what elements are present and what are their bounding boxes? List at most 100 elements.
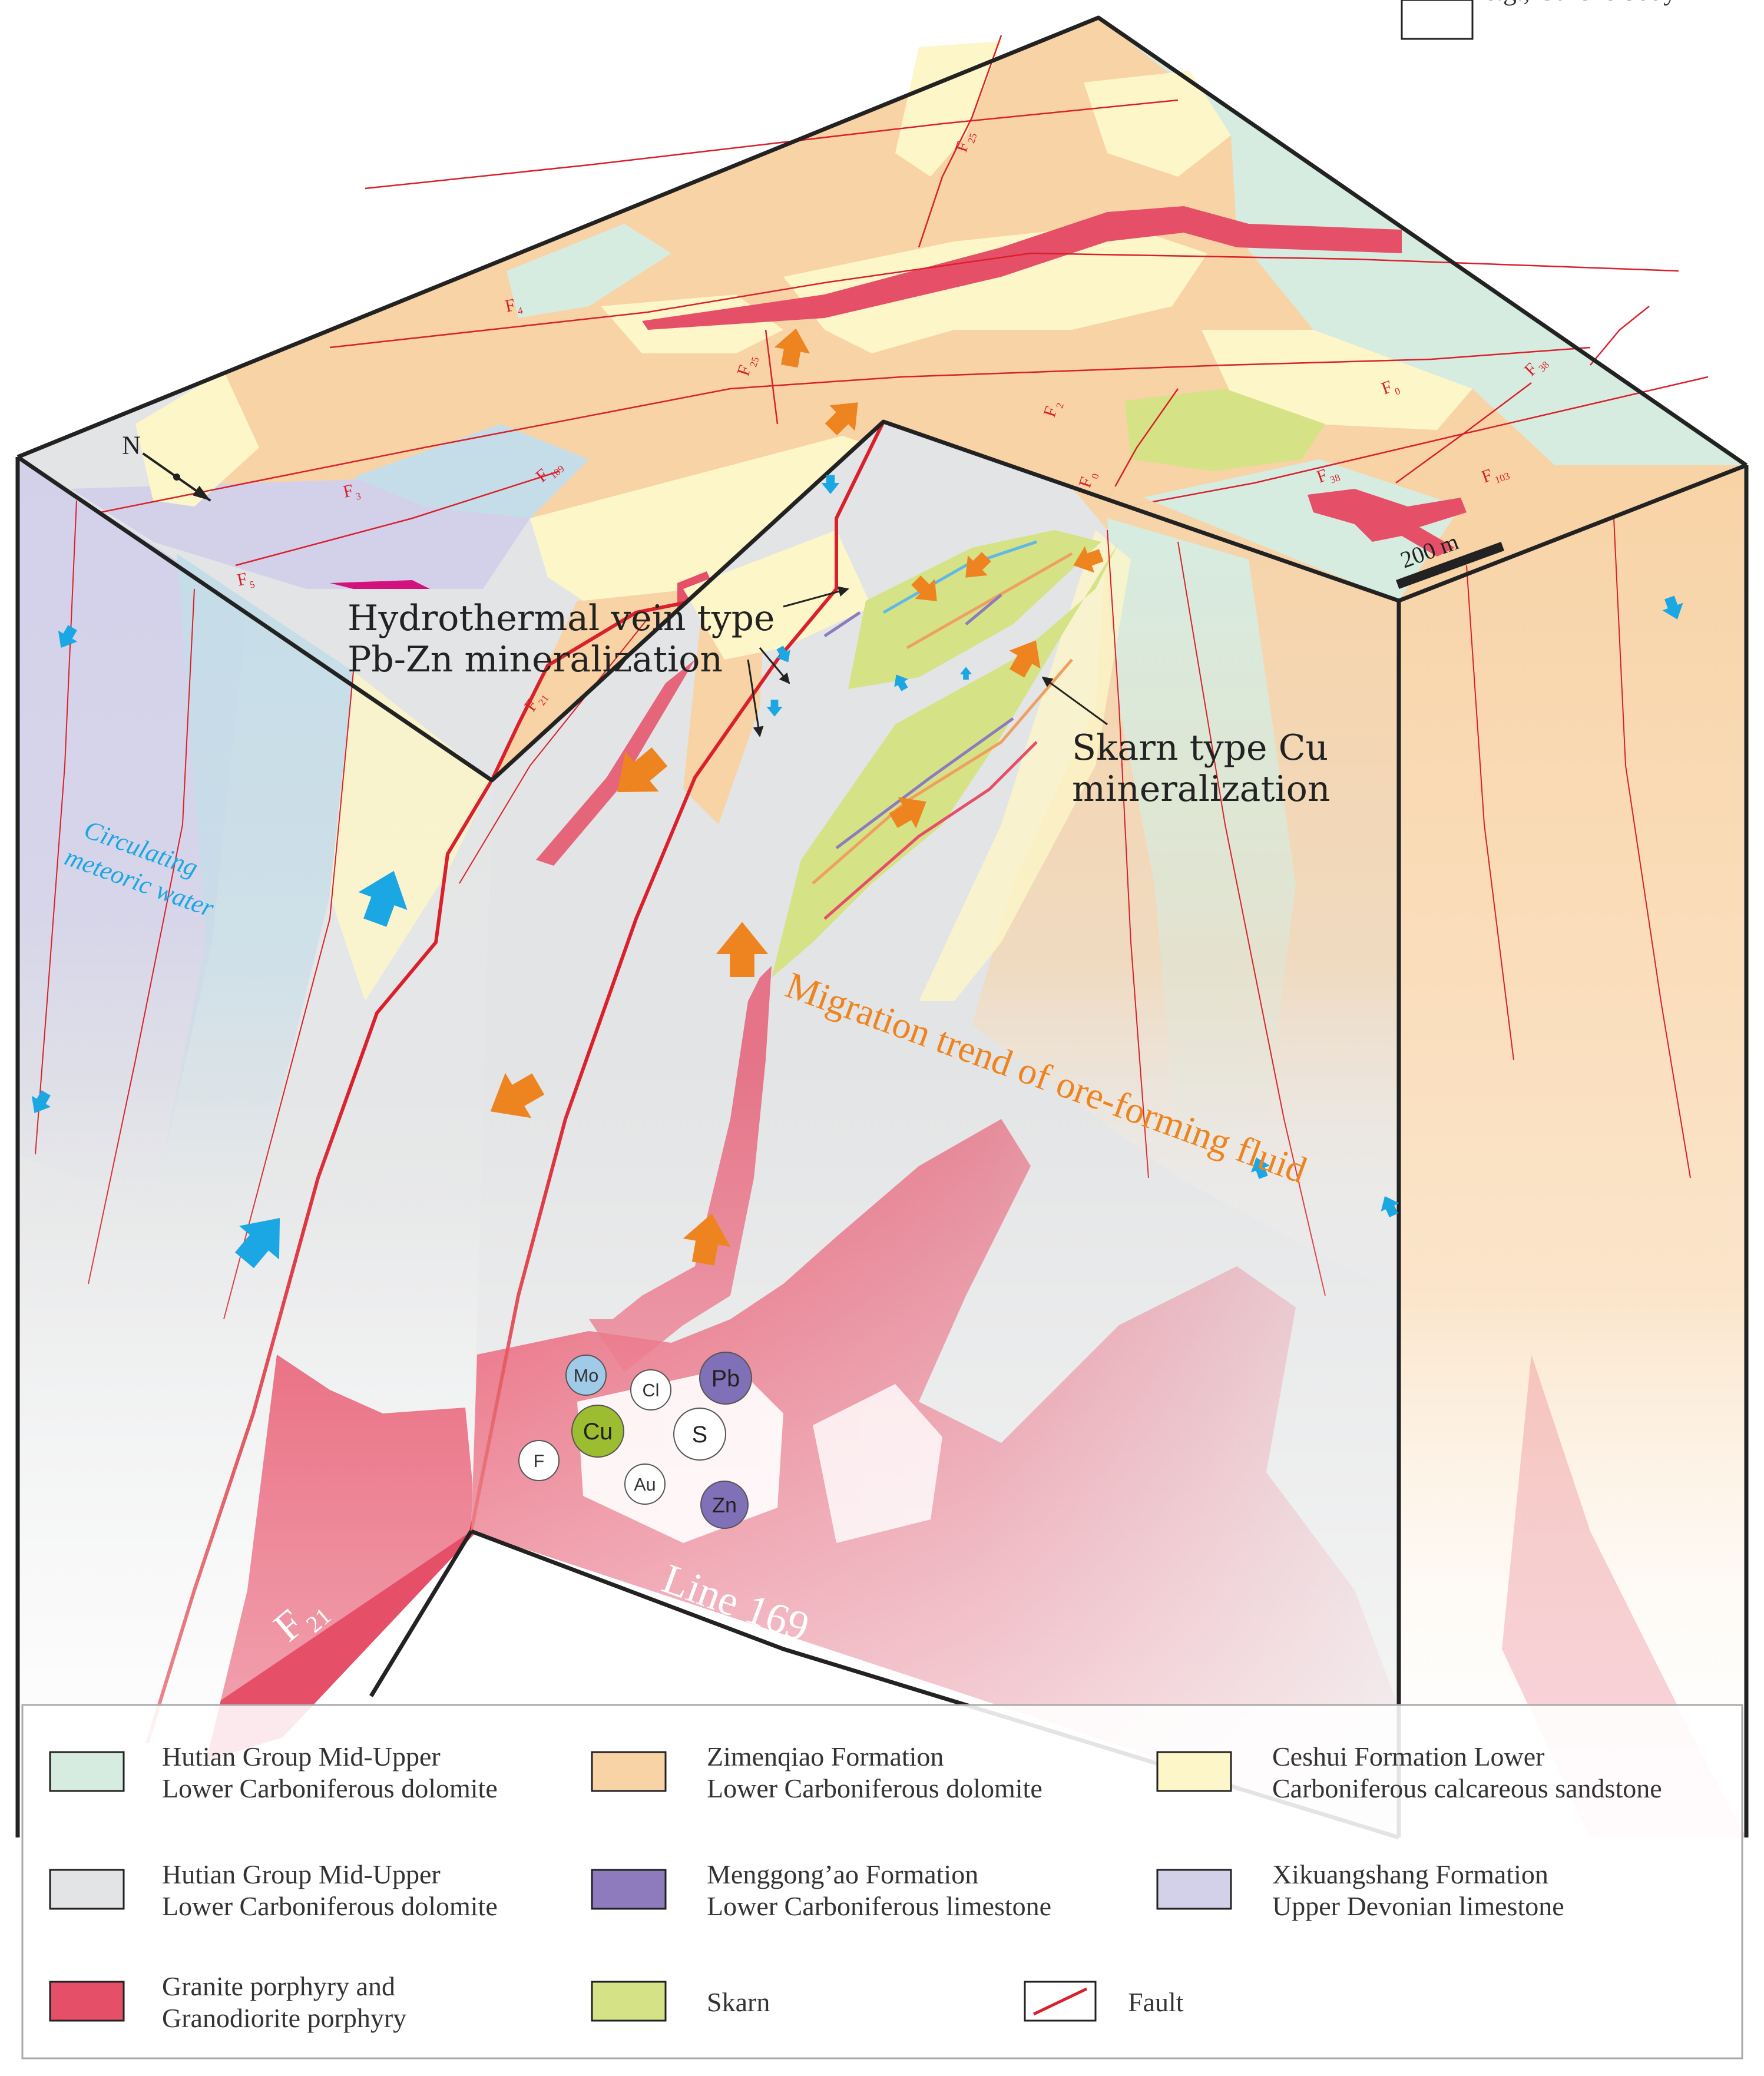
north-label: N <box>122 431 141 460</box>
fault-label-f25-top: F25 <box>951 132 979 155</box>
element-circle <box>624 1464 666 1505</box>
element-symbol: Pb <box>711 1366 740 1392</box>
left-face-fade <box>18 457 492 1837</box>
legend-label: e.g., Cu Ore body <box>1484 0 1677 6</box>
legend-label-line2: Lower Carboniferous dolomite <box>707 1773 1042 1803</box>
element-symbol: Au <box>634 1475 656 1495</box>
element-circle <box>630 1369 671 1411</box>
legend-label-line2: Lower Carboniferous dolomite <box>162 1891 498 1921</box>
legend-box <box>21 1704 1743 2060</box>
top-yellow-2 <box>783 224 1207 353</box>
top-yellow-4 <box>1084 71 1231 177</box>
fault-label-main: F <box>236 569 249 590</box>
legend-swatch-ore <box>1401 0 1474 40</box>
fault-label-sub: 25 <box>965 132 979 145</box>
element-symbol: Cu <box>583 1419 613 1445</box>
top-yellow-1 <box>895 41 1001 177</box>
callout-pointer-1 <box>783 586 849 608</box>
legend-swatch <box>1156 1751 1232 1792</box>
legend-fault-line <box>1032 1987 1088 2016</box>
callout-hydrothermal-2: Pb-Zn mineralization <box>347 639 723 680</box>
top-yellow-mid <box>530 436 878 601</box>
element-s: S <box>673 1408 726 1461</box>
element-circle <box>571 1405 624 1458</box>
element-cu: Cu <box>571 1405 624 1458</box>
right-face-base <box>1399 465 1746 1837</box>
legend-label-line1: Xikuangshang Formation <box>1272 1859 1548 1889</box>
fault-label-sub: 38 <box>1328 472 1341 486</box>
top-yellow-left <box>135 371 259 506</box>
legend-swatch <box>49 1869 125 1910</box>
front-face <box>459 421 1399 1837</box>
north-arrow: N <box>122 431 211 502</box>
top-granite-dike-2 <box>1308 489 1467 557</box>
legend-swatch <box>49 1751 125 1792</box>
fault-label-main: F <box>504 295 517 316</box>
legend-swatch <box>1156 1869 1232 1910</box>
element-cl: Cl <box>630 1369 671 1411</box>
element-circle <box>700 1481 749 1529</box>
top-granite-dike-3 <box>330 580 430 589</box>
legend-label-line2: Carboniferous calcareous sandstone <box>1272 1773 1662 1803</box>
element-pb: Pb <box>699 1352 752 1405</box>
legend-swatch <box>591 1981 667 2022</box>
element-circle <box>699 1352 752 1405</box>
callout-pointer-3 <box>747 659 764 737</box>
legend-label: Skarn <box>707 1987 770 2017</box>
legend-swatch <box>591 1751 667 1792</box>
top-granite-dike-1 <box>642 206 1402 330</box>
legend-label-line1: Ceshui Formation Lower <box>1272 1741 1545 1772</box>
legend-label-line2: Upper Devonian limestone <box>1272 1891 1564 1921</box>
left-face <box>18 457 494 1837</box>
front-face-fade <box>471 422 1399 1837</box>
element-circle <box>518 1440 560 1481</box>
callout-skarn-2: mineralization <box>1072 769 1331 810</box>
element-symbol: Zn <box>712 1493 737 1517</box>
legend-item: Skarn <box>591 1981 770 2022</box>
top-green-2 <box>507 224 671 318</box>
element-symbol: F <box>534 1451 545 1471</box>
fault-label-sub: 25 <box>747 356 761 369</box>
fault-label-sub: 5 <box>249 578 256 590</box>
block-outline <box>15 15 1749 1840</box>
legend-label-line2: Granodiorite porphyry <box>162 2003 406 2033</box>
legend-label-line2: Lower Carboniferous dolomite <box>162 1773 498 1803</box>
callout-pointer-2 <box>759 647 790 684</box>
top-blue <box>353 424 589 518</box>
element-circle <box>673 1408 726 1461</box>
legend-label-line1: Menggong’ao Formation <box>707 1859 978 1889</box>
fault-label-f2: F2 <box>1040 402 1066 419</box>
element-circle <box>565 1355 607 1396</box>
legend-item: Fault <box>1024 1981 1184 2022</box>
element-symbol: S <box>692 1422 707 1448</box>
callout-skarn-1: Skarn type Cu <box>1072 727 1328 769</box>
element-au: Au <box>624 1464 666 1505</box>
legend-swatch <box>591 1869 667 1910</box>
legend-label-line2: Lower Carboniferous limestone <box>707 1891 1051 1921</box>
legend-label-line1: Hutian Group Mid-Upper <box>162 1741 441 1772</box>
legend-label-line1: Hutian Group Mid-Upper <box>162 1859 441 1889</box>
legend-label: Fault <box>1128 1987 1184 2017</box>
legend-swatch <box>49 1981 125 2022</box>
legend-label-line1: Zimenqiao Formation <box>707 1741 944 1772</box>
callout-pointer-4 <box>1041 676 1108 726</box>
element-symbol: Mo <box>574 1366 599 1386</box>
callout-hydrothermal-1: Hydrothermal vein type <box>347 598 775 639</box>
legend-label-line1: Granite porphyry and <box>162 1971 395 2001</box>
fault-label-sub: 3 <box>355 490 362 502</box>
element-zn: Zn <box>700 1481 749 1529</box>
right-face <box>1399 465 1746 1837</box>
element-symbol: Cl <box>643 1380 660 1400</box>
